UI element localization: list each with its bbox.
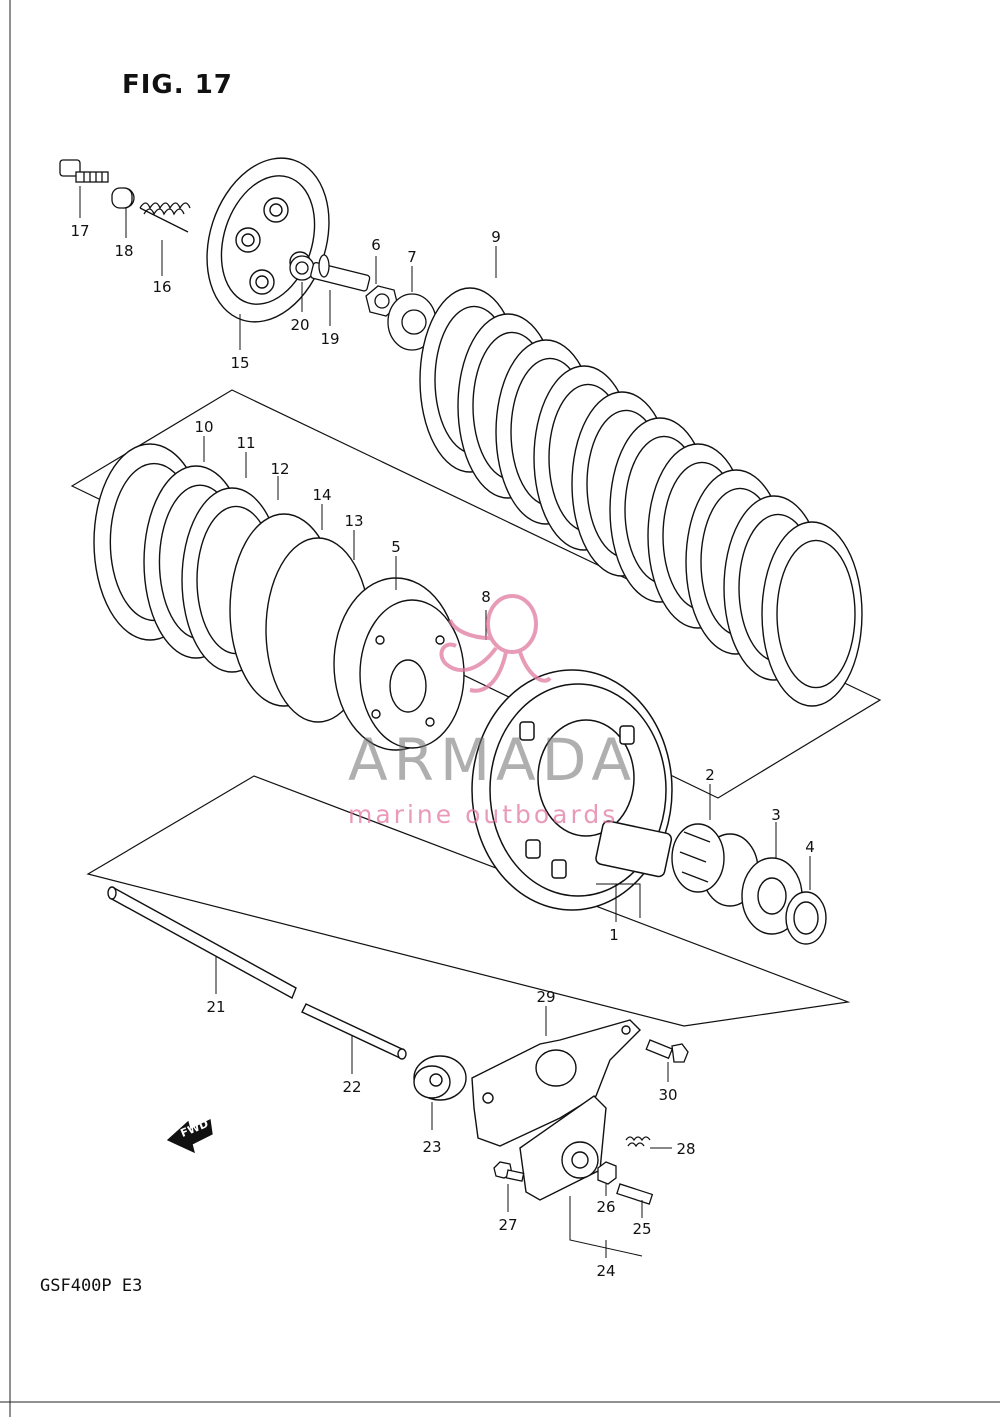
callout-26: 26 <box>596 1198 615 1216</box>
callout-10: 10 <box>194 418 213 436</box>
callout-24: 24 <box>596 1262 615 1280</box>
push-rod-21 <box>107 886 297 999</box>
forward-arrow-icon <box>166 1119 213 1154</box>
gasket-29 <box>471 1019 641 1147</box>
bolt-17 <box>59 159 109 183</box>
callout-17: 17 <box>70 222 89 240</box>
callout-25: 25 <box>632 1220 651 1238</box>
clutch-plate <box>761 521 863 707</box>
callout-2: 2 <box>705 766 715 784</box>
watermark-brand: ARMADA <box>348 726 638 794</box>
spring-16 <box>139 202 191 233</box>
callout-27: 27 <box>498 1216 517 1234</box>
push-rod-22 <box>301 1003 407 1060</box>
callout-16: 16 <box>152 278 171 296</box>
spring-28 <box>625 1136 651 1148</box>
sleeve-hub-5 <box>333 577 465 751</box>
oil-seal-23 <box>413 1055 467 1101</box>
washer-4 <box>785 891 827 945</box>
callout-15: 15 <box>230 354 249 372</box>
callout-12: 12 <box>270 460 289 478</box>
lock-washer-7 <box>387 293 437 351</box>
model-code: GSF400P E3 <box>40 1276 143 1296</box>
lower-group-outline <box>86 775 851 1027</box>
clutch-plate-inner-edge <box>776 539 856 689</box>
callout-20: 20 <box>290 316 309 334</box>
clutch-release-24 <box>519 1095 607 1201</box>
part-callouts: 1234567891011121314151617181920212223242… <box>70 222 814 1280</box>
callout-19: 19 <box>320 330 339 348</box>
callout-6: 6 <box>371 236 381 254</box>
leader-lines <box>79 186 811 1258</box>
bolt-30 <box>645 1039 689 1063</box>
adjust-screw-25 <box>616 1183 654 1205</box>
primary-driven-gear-1 <box>471 669 673 911</box>
callout-7: 7 <box>407 248 417 266</box>
callout-22: 22 <box>342 1078 361 1096</box>
callout-14: 14 <box>312 486 331 504</box>
upper-group-outline <box>70 389 882 799</box>
nut-26 <box>597 1161 617 1185</box>
callout-18: 18 <box>114 242 133 260</box>
callout-5: 5 <box>391 538 401 556</box>
figure-title: FIG. 17 <box>122 70 233 100</box>
callout-29: 29 <box>536 988 555 1006</box>
bearing-20 <box>289 255 315 281</box>
callout-4: 4 <box>805 838 815 856</box>
callout-9: 9 <box>491 228 501 246</box>
callout-28: 28 <box>676 1140 695 1158</box>
bolt-27 <box>493 1161 525 1182</box>
callout-30: 30 <box>658 1086 677 1104</box>
callout-23: 23 <box>422 1138 441 1156</box>
watermark-tagline: marine outboards <box>348 800 619 829</box>
callout-21: 21 <box>206 998 225 1016</box>
callout-3: 3 <box>771 806 781 824</box>
push-rod-19 <box>310 254 371 292</box>
left-plate-stack <box>93 443 371 723</box>
clutch-plate-stack-9 <box>419 287 863 707</box>
callout-13: 13 <box>344 512 363 530</box>
callout-11: 11 <box>236 434 255 452</box>
pressure-plate-15 <box>206 157 330 323</box>
collar-18 <box>111 187 135 209</box>
callout-1: 1 <box>609 926 619 944</box>
callout-8: 8 <box>481 588 491 606</box>
octopus-logo-icon <box>439 594 552 693</box>
